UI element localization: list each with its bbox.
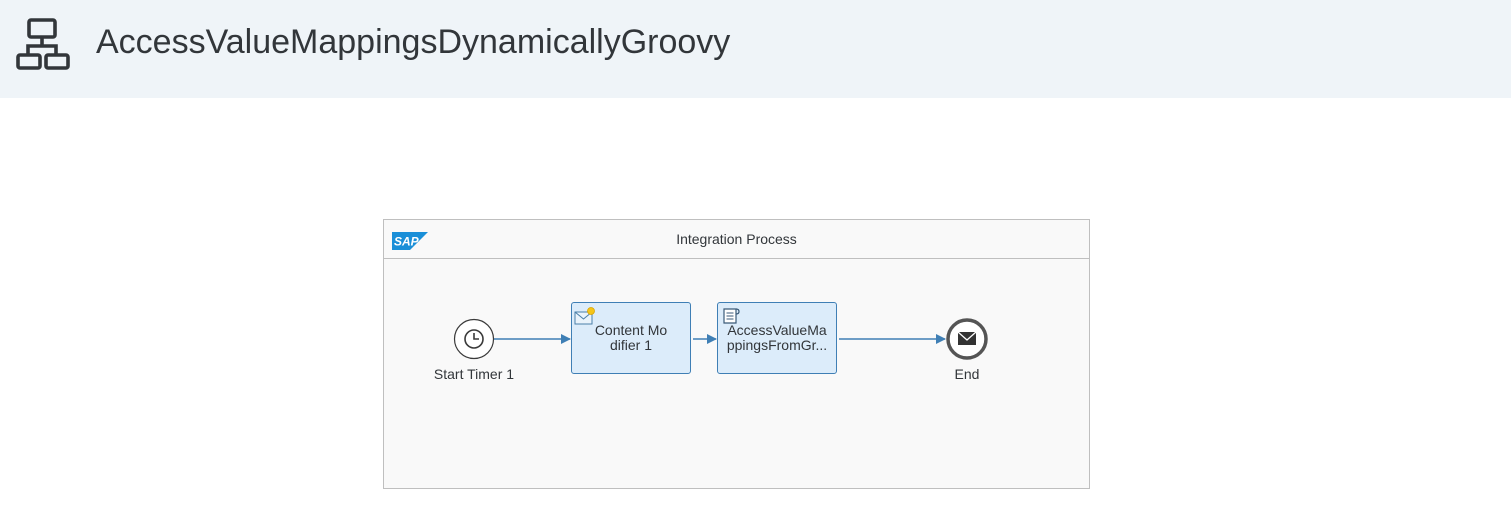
pool-title: Integration Process <box>676 231 797 247</box>
sap-logo-text: SAP <box>394 235 420 249</box>
page-header: AccessValueMappingsDynamicallyGroovy <box>0 0 1511 98</box>
content-modifier-label: Content Modifier 1 <box>594 322 668 353</box>
script-icon <box>723 308 740 324</box>
sap-logo: SAP <box>392 232 428 250</box>
groovy-script-label: AccessValueMappingsFromGr... <box>726 322 828 353</box>
groovy-script-task[interactable]: AccessValueMappingsFromGr... <box>717 302 837 374</box>
start-timer-label: Start Timer 1 <box>433 366 515 382</box>
content-modifier-icon <box>574 307 595 325</box>
envelope-icon <box>957 331 977 345</box>
start-timer-event[interactable] <box>453 318 495 360</box>
end-message-event[interactable] <box>946 318 988 360</box>
page-title: AccessValueMappingsDynamicallyGroovy <box>96 23 731 61</box>
content-modifier-task[interactable]: Content Modifier 1 <box>571 302 691 374</box>
pool-header: SAP Integration Process <box>384 220 1089 259</box>
end-event-label: End <box>954 366 980 382</box>
flow-connections <box>453 318 988 360</box>
timer-icon <box>464 329 484 349</box>
integration-flow-icon <box>16 18 70 70</box>
